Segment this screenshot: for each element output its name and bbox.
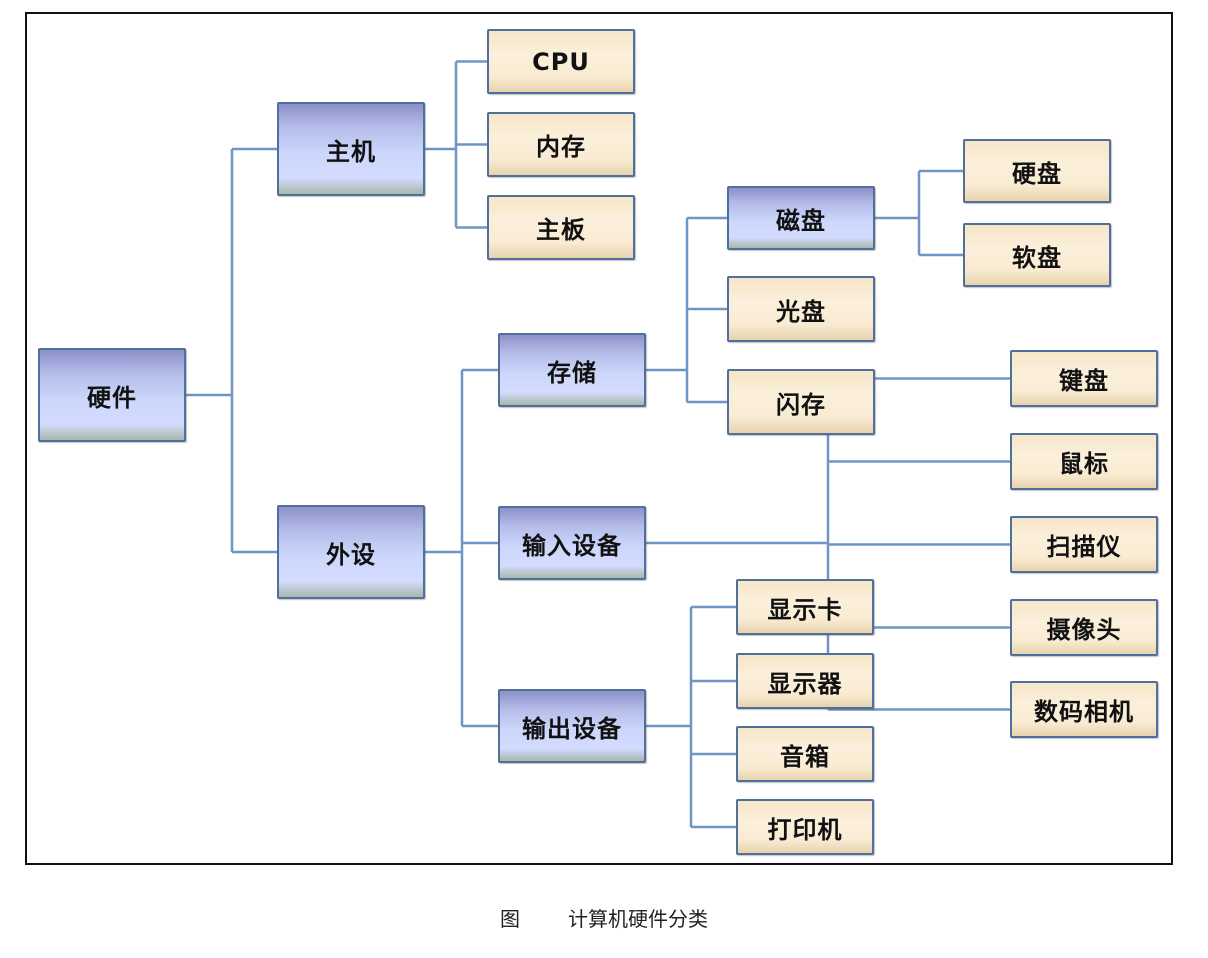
node-optical-disk: 光盘 (727, 276, 875, 342)
node-memory: 内存 (487, 112, 635, 177)
node-output-devices: 输出设备 (498, 689, 646, 763)
node-hardware: 硬件 (38, 348, 186, 442)
node-label: 闪存 (776, 390, 826, 419)
node-printer: 打印机 (736, 799, 874, 855)
node-label: 外设 (326, 540, 376, 569)
node-label: 硬件 (87, 383, 137, 412)
node-label: 存储 (547, 358, 597, 387)
node-label: 硬盘 (1012, 159, 1062, 188)
node-keyboard: 键盘 (1010, 350, 1158, 407)
node-storage: 存储 (498, 333, 646, 407)
diagram-frame (25, 12, 1173, 865)
node-label: 扫描仪 (1046, 533, 1122, 561)
node-cpu: CPU (487, 29, 635, 94)
node-label: 显示器 (767, 669, 843, 698)
node-hard-disk: 硬盘 (963, 139, 1111, 203)
node-label: 数码相机 (1034, 698, 1134, 726)
node-label: 输出设备 (522, 714, 622, 743)
node-speaker: 音箱 (736, 726, 874, 782)
node-graphics-card: 显示卡 (736, 579, 874, 635)
node-camera: 摄像头 (1010, 599, 1158, 656)
node-label: 输入设备 (522, 531, 622, 560)
node-label: 内存 (536, 133, 586, 161)
node-label: 主板 (536, 216, 586, 244)
node-digital-camera: 数码相机 (1010, 681, 1158, 738)
node-label: 软盘 (1012, 243, 1062, 272)
node-label: 磁盘 (776, 206, 826, 235)
node-label: 显示卡 (767, 595, 843, 624)
node-scanner: 扫描仪 (1010, 516, 1158, 573)
caption-text: 计算机硬件分类 (568, 907, 708, 931)
node-label: 打印机 (767, 815, 843, 844)
node-label: 鼠标 (1059, 450, 1109, 478)
node-floppy-disk: 软盘 (963, 223, 1111, 287)
node-monitor: 显示器 (736, 653, 874, 709)
node-host: 主机 (277, 102, 425, 196)
node-magnetic-disk: 磁盘 (727, 186, 875, 250)
figure-caption: 图 计算机硬件分类 (0, 903, 1208, 932)
caption-prefix: 图 (500, 907, 520, 931)
node-label: 光盘 (776, 297, 826, 326)
node-mouse: 鼠标 (1010, 433, 1158, 490)
node-label: 音箱 (780, 742, 830, 771)
node-motherboard: 主板 (487, 195, 635, 260)
node-input-devices: 输入设备 (498, 506, 646, 580)
node-label: 摄像头 (1046, 616, 1122, 644)
node-peripheral: 外设 (277, 505, 425, 599)
node-label: CPU (532, 47, 590, 76)
node-label: 键盘 (1059, 367, 1109, 395)
node-flash-memory: 闪存 (727, 369, 875, 435)
node-label: 主机 (326, 137, 376, 166)
